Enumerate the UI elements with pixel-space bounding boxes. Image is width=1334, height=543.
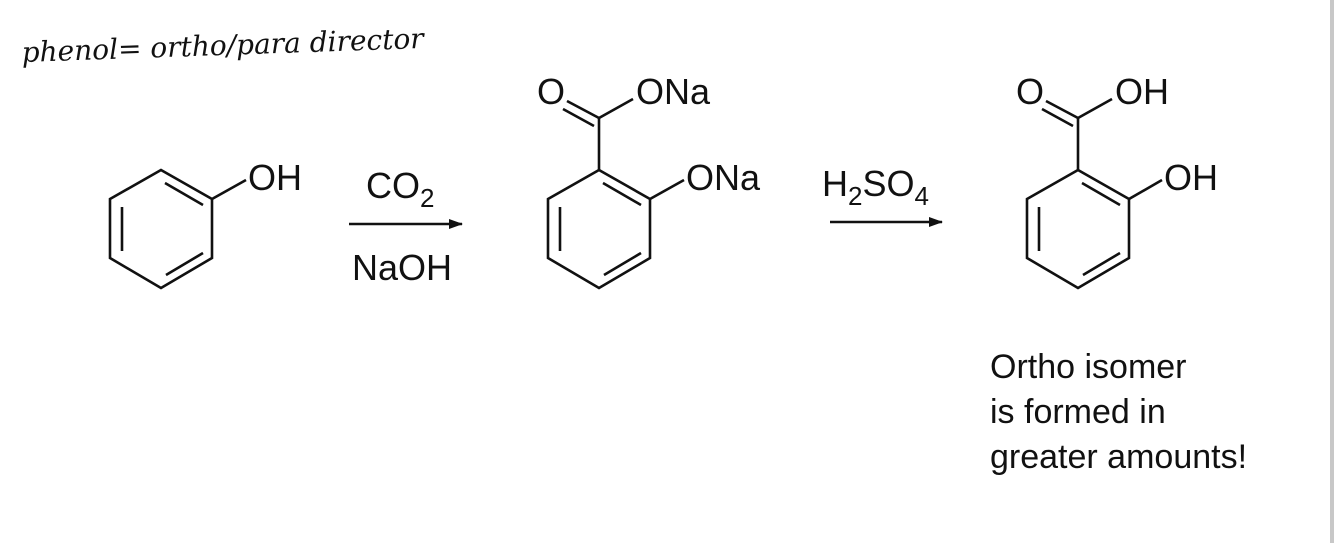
product-phenol-oh-label: OH bbox=[1164, 157, 1218, 198]
intermediate-carbonyl-o-label: O bbox=[537, 71, 565, 112]
reagent-naoh: NaOH bbox=[352, 247, 452, 288]
intermediate-c-o-double-bond bbox=[562, 107, 595, 128]
product-acid-oh-label: OH bbox=[1115, 71, 1169, 112]
product-c-o-double-bond bbox=[1045, 99, 1079, 120]
product-double-bond bbox=[1082, 251, 1121, 277]
phenol-molecule bbox=[108, 168, 247, 290]
intermediate-double-bond bbox=[602, 181, 642, 207]
intermediate-c-o-double-bond bbox=[566, 99, 600, 120]
product-double-bond bbox=[1081, 181, 1121, 207]
product-c-oh-bond bbox=[1077, 97, 1113, 120]
note-line: is formed in bbox=[990, 393, 1166, 431]
intermediate-carboxylate-label: ONa bbox=[636, 71, 711, 112]
reagent-h2so4: H2SO4 bbox=[822, 163, 929, 211]
intermediate-benzene-ring bbox=[546, 168, 652, 290]
ortho-isomer-note: Ortho isomer is formed in greater amount… bbox=[990, 345, 1290, 480]
phenol-benzene-ring bbox=[108, 168, 214, 290]
note-line: greater amounts! bbox=[990, 438, 1248, 476]
phenol-double-bond bbox=[164, 181, 204, 207]
product-phenol-bond bbox=[1128, 178, 1163, 201]
product-c-o-double-bond bbox=[1041, 107, 1074, 128]
product-molecule bbox=[1025, 97, 1163, 290]
reagent-co2: CO2 bbox=[366, 165, 434, 213]
window-edge bbox=[1330, 0, 1334, 543]
intermediate-molecule bbox=[546, 97, 685, 290]
phenol-double-bond bbox=[165, 251, 204, 277]
handwritten-note: phenol= ortho/para director bbox=[21, 22, 426, 69]
product-carbonyl-o-label: O bbox=[1016, 71, 1044, 112]
intermediate-phenoxide-label: ONa bbox=[686, 157, 761, 198]
phenol-c-o-bond bbox=[211, 178, 247, 201]
intermediate-double-bond bbox=[603, 251, 642, 277]
note-line: Ortho isomer bbox=[990, 348, 1187, 386]
intermediate-phenoxide-bond bbox=[649, 178, 685, 201]
product-benzene-ring bbox=[1025, 168, 1131, 290]
phenol-oh-label: OH bbox=[248, 157, 302, 198]
intermediate-c-ona-bond bbox=[598, 97, 634, 120]
